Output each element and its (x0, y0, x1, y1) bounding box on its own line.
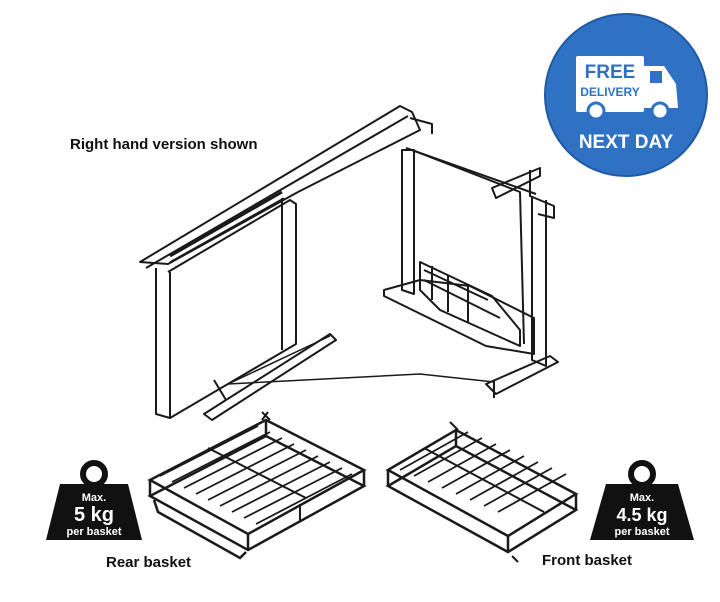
front-weight-per: per basket (614, 526, 669, 538)
rear-basket-drawing (147, 411, 367, 560)
front-weight-max: Max. (630, 492, 654, 504)
rear-weight-per: per basket (66, 526, 121, 538)
rear-weight-icon: Max. 5 kg per basket (46, 460, 142, 540)
free-delivery-badge: FREE DELIVERY NEXT DAY (544, 13, 708, 177)
badge-free-text: FREE (585, 62, 636, 83)
corner-frame-drawing (139, 105, 559, 421)
front-basket-label: Front basket (542, 552, 633, 569)
rear-basket-label: Rear basket (106, 554, 192, 571)
rear-weight-max: Max. (82, 492, 106, 504)
badge-next-day-text: NEXT DAY (579, 132, 674, 153)
front-weight-icon: Max. 4.5 kg per basket (590, 460, 694, 540)
rear-weight-value: 5 kg (74, 504, 114, 526)
badge-delivery-text: DELIVERY (580, 85, 640, 99)
version-caption: Right hand version shown (70, 136, 258, 153)
delivery-truck-icon (586, 66, 678, 121)
front-basket-drawing (385, 421, 579, 563)
front-weight-value: 4.5 kg (616, 505, 667, 525)
